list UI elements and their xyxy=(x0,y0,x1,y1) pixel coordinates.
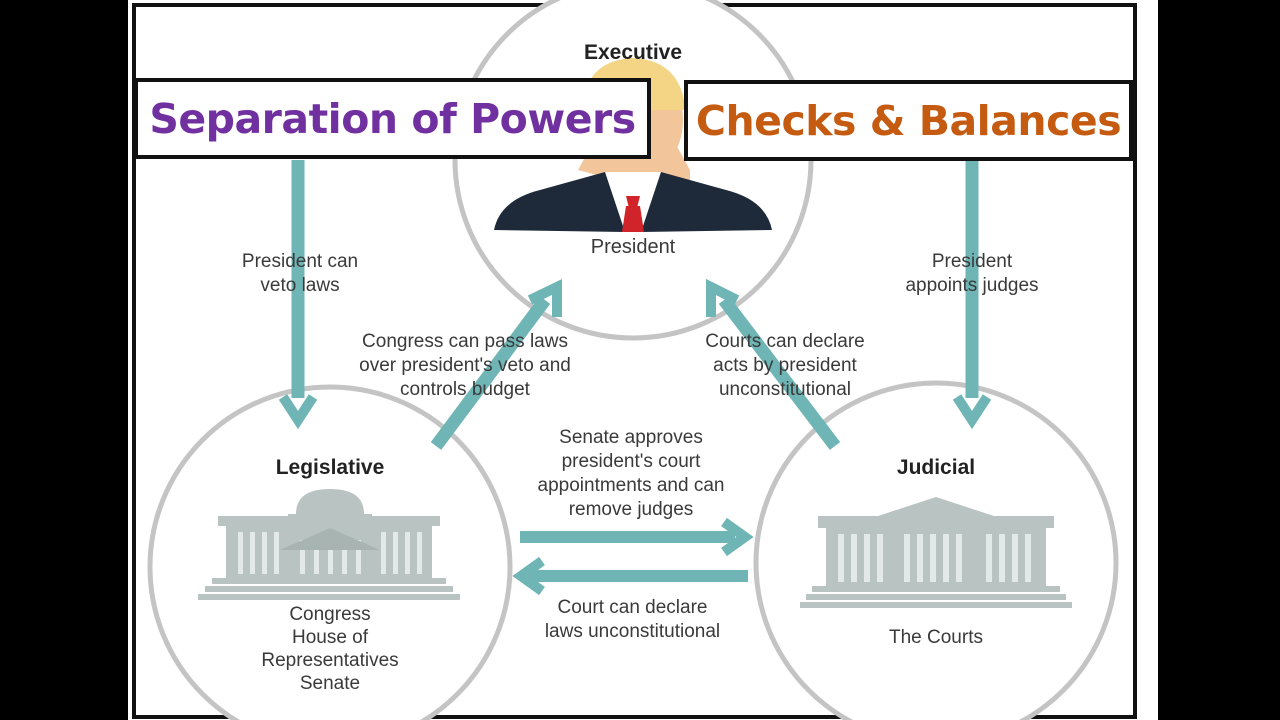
separation-of-powers-title: Separation of Powers xyxy=(134,78,651,159)
arrow-appoints-icon xyxy=(952,160,992,430)
courthouse-building-icon xyxy=(800,497,1072,608)
capitol-building-icon xyxy=(198,489,460,600)
arrow-senate-icon xyxy=(520,517,754,557)
arrow-override-icon xyxy=(430,279,562,450)
arrow-court-laws-icon xyxy=(512,556,748,596)
judicial-caption: The Courts xyxy=(889,627,983,648)
legislative-caption: Congress House of Representatives Senate xyxy=(261,604,399,694)
checks-and-balances-title: Checks & Balances xyxy=(684,80,1133,161)
override-label: Congress can pass laws over president's … xyxy=(359,331,571,400)
veto-label: President can veto laws xyxy=(241,251,359,296)
appoints-label: President appoints judges xyxy=(905,251,1039,296)
executive-caption: President xyxy=(590,236,676,258)
arrow-courts-vs-president-icon xyxy=(706,278,841,450)
judicial-title: Judicial xyxy=(896,456,976,479)
courts-vs-president-label: Courts can declare acts by president unc… xyxy=(705,331,865,400)
president-figure-icon xyxy=(494,58,772,232)
arrow-veto-icon xyxy=(278,160,318,430)
legislative-title: Legislative xyxy=(275,456,385,479)
court-laws-label: Court can declare laws unconstitutional xyxy=(544,597,721,642)
senate-label: Senate approves president's court appoin… xyxy=(537,427,725,520)
executive-title: Executive xyxy=(583,41,683,64)
